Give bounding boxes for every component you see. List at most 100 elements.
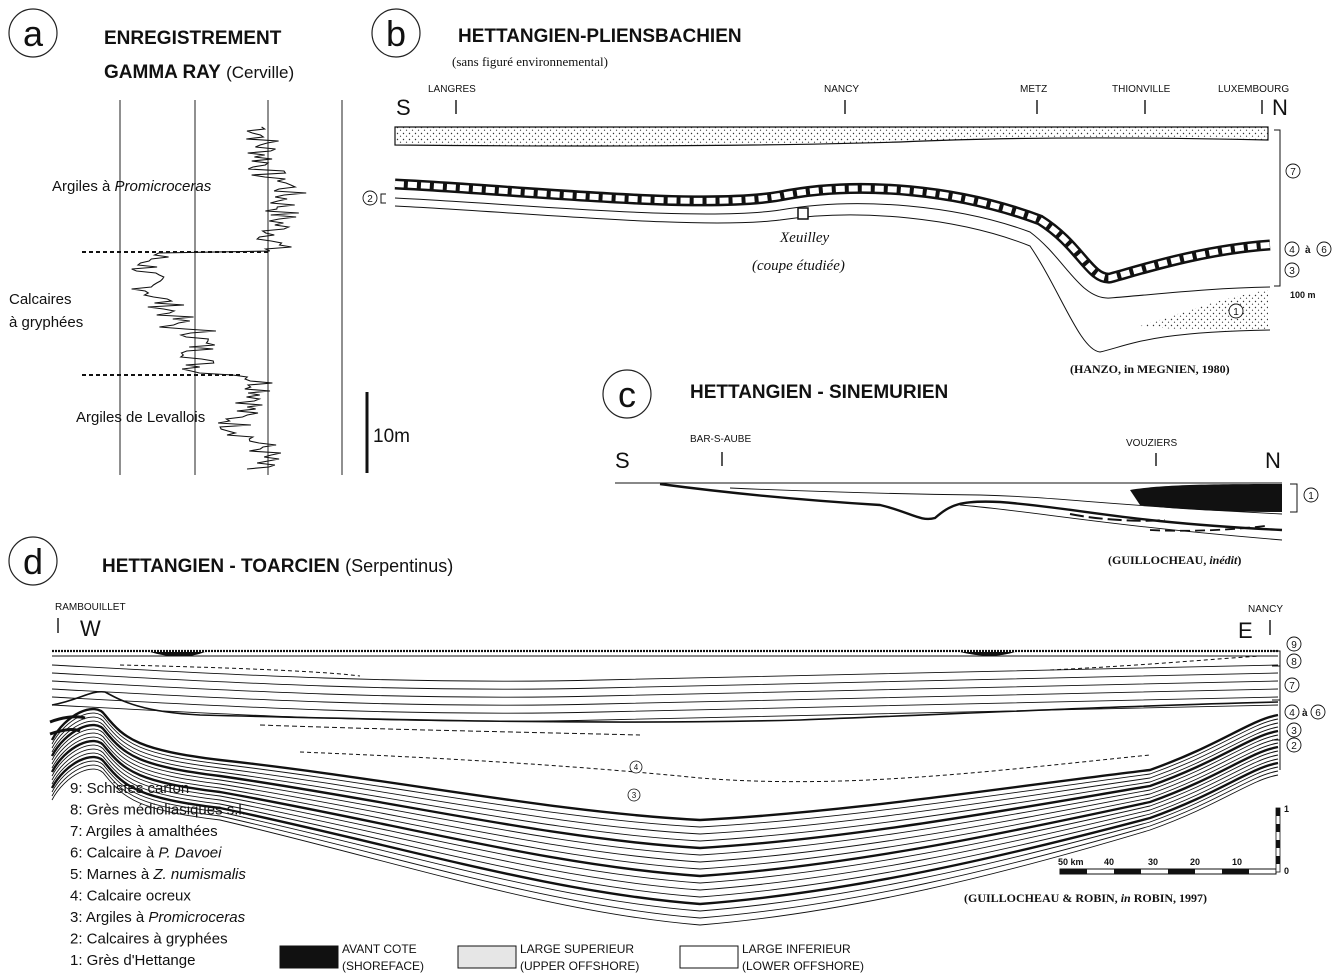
legend-item: 1: Grès d'Hettange xyxy=(70,952,195,969)
panel-b-subtitle: (sans figuré environnemental) xyxy=(452,54,608,69)
panel-c-title: HETTANGIEN - SINEMURIEN xyxy=(690,382,948,403)
stratum-line xyxy=(52,692,1278,722)
unit-2-label: 2 xyxy=(1291,741,1297,752)
unit-2-bracket xyxy=(381,194,386,203)
xeuilley-label: Xeuilley xyxy=(779,230,829,246)
panel-d-west: W xyxy=(80,616,101,641)
upper-sandstone-band xyxy=(395,127,1268,146)
place-nancy-d: NANCY xyxy=(1248,604,1283,615)
unit-3-label: 3 xyxy=(1289,266,1295,277)
dashed-marker-line xyxy=(260,725,640,735)
panel-a-title-line2: GAMMA RAY (Cerville) xyxy=(104,62,294,83)
unit-2-label: 2 xyxy=(367,194,373,205)
place-langres: LANGRES xyxy=(428,84,476,95)
stratum-line xyxy=(52,673,1278,689)
panel-a: a ENREGISTREMENT GAMMA RAY (Cerville) Ar… xyxy=(9,9,410,475)
panel-b-south: S xyxy=(396,95,411,120)
legend-item: 5: Marnes à Z. numismalis xyxy=(70,866,246,883)
place-rambouillet: RAMBOUILLET xyxy=(55,602,126,613)
scale-label-20: 20 xyxy=(1190,857,1200,867)
facies-shoreface-line2: (SHOREFACE) xyxy=(342,959,424,973)
panel-d: d HETTANGIEN - TOARCIEN (Serpentinus) RA… xyxy=(9,537,1325,973)
facies-swatch-lower-offshore xyxy=(680,946,738,968)
panel-b: b HETTANGIEN-PLIENSBACHIEN (sans figuré … xyxy=(363,9,1331,376)
stratum-line xyxy=(52,681,1278,697)
panel-d-east: E xyxy=(1238,618,1253,643)
right-thickness-bracket xyxy=(1274,130,1280,286)
panel-d-title: HETTANGIEN - TOARCIEN (Serpentinus) xyxy=(102,556,453,577)
stratum-line xyxy=(52,761,1278,911)
panel-b-title: HETTANGIEN-PLIENSBACHIEN xyxy=(458,26,742,47)
unit-1-label: 1 xyxy=(1233,307,1239,318)
place-vouziers: VOUZIERS xyxy=(1126,438,1177,449)
unit-a-label: à xyxy=(1302,708,1308,719)
gres-hettange-wedge xyxy=(1140,290,1268,331)
label-argiles-promicroceras: Argiles à Promicroceras xyxy=(52,178,212,195)
legend-item: 6: Calcaire à P. Davoei xyxy=(70,845,222,862)
panel-c: c HETTANGIEN - SINEMURIEN S N BAR-S-AUBE… xyxy=(603,370,1318,567)
scale-label-40: 40 xyxy=(1104,857,1114,867)
unit-1-label: 1 xyxy=(1308,491,1314,502)
facies-swatch-shoreface xyxy=(280,946,338,968)
scale-label-30: 30 xyxy=(1148,857,1158,867)
panel-a-letter: a xyxy=(23,13,44,54)
unit-7-label: 7 xyxy=(1289,681,1295,692)
label-calcaires: Calcaires xyxy=(9,291,72,308)
place-nancy: NANCY xyxy=(824,84,859,95)
marker-4-label: 4 xyxy=(634,763,639,772)
stratum-line xyxy=(52,729,1278,855)
panel-a-title-line1: ENREGISTREMENT xyxy=(104,28,282,49)
facies-upper-offshore-line1: LARGE SUPERIEUR xyxy=(520,942,634,956)
legend-item: 8: Grès médioliasiques s.l. xyxy=(70,802,246,819)
place-metz: METZ xyxy=(1020,84,1047,95)
facies-upper-offshore-line2: (UPPER OFFSHORE) xyxy=(520,959,639,973)
place-thionville: THIONVILLE xyxy=(1112,84,1171,95)
facies-legend: AVANT COTE (SHOREFACE) LARGE SUPERIEUR (… xyxy=(280,942,864,973)
place-luxembourg: LUXEMBOURG xyxy=(1218,84,1289,95)
scale-100m: 100 m xyxy=(1290,290,1316,300)
dashed-marker-line xyxy=(300,752,1150,782)
source-guillocheau-robin: (GUILLOCHEAU & ROBIN, in ROBIN, 1997) xyxy=(964,891,1207,905)
unit-legend: 9: Schistes carton8: Grès médioliasiques… xyxy=(70,780,246,969)
legend-item: 2: Calcaires à gryphées xyxy=(70,931,228,948)
label-argiles-levallois: Argiles de Levallois xyxy=(76,409,205,426)
unit-8-label: 8 xyxy=(1291,657,1297,668)
stratum-line xyxy=(52,733,1278,862)
unit-4-label: 4 xyxy=(1289,708,1295,719)
unit-6-label: 6 xyxy=(1321,245,1327,256)
unit-7-label: 7 xyxy=(1290,167,1296,178)
legend-item: 4: Calcaire ocreux xyxy=(70,888,191,905)
label-a-gryphees: à gryphées xyxy=(9,314,83,331)
shoreface-lens xyxy=(960,652,1015,656)
legend-item: 7: Argiles à amalthées xyxy=(70,823,218,840)
xeuilley-section-marker xyxy=(798,208,808,219)
vscale-top-label: 1 xyxy=(1284,804,1289,814)
horizontal-scale-bar: 50 km 40 30 20 10 xyxy=(1058,857,1276,874)
unit-9-label: 9 xyxy=(1291,640,1297,651)
stratum-line xyxy=(395,206,1270,352)
facies-shoreface-line1: AVANT COTE xyxy=(342,942,417,956)
facies-swatch-upper-offshore xyxy=(458,946,516,968)
unit-a-label: à xyxy=(1305,245,1311,256)
section-d-strata xyxy=(50,656,1278,925)
vscale-bottom-label: 0 xyxy=(1284,866,1289,876)
unit-3-label: 3 xyxy=(1291,726,1297,737)
panel-b-north: N xyxy=(1272,95,1288,120)
dashed-marker-line xyxy=(1150,526,1265,531)
unit-4-label: 4 xyxy=(1289,245,1295,256)
facies-lower-offshore-line2: (LOWER OFFSHORE) xyxy=(742,959,864,973)
shoreface-body xyxy=(1130,484,1282,512)
vertical-scale-bar: 1 0 xyxy=(1276,804,1289,876)
panel-c-letter: c xyxy=(618,374,636,415)
stratum-line xyxy=(52,697,1278,713)
facies-lower-offshore-line1: LARGE INFERIEUR xyxy=(742,942,851,956)
legend-item: 3: Argiles à Promicroceras xyxy=(70,909,246,926)
stratum-line xyxy=(52,689,1278,705)
place-bar-s-aube: BAR-S-AUBE xyxy=(690,434,751,445)
source-guillocheau: (GUILLOCHEAU, inédit) xyxy=(1108,553,1241,567)
unit-6-label: 6 xyxy=(1315,708,1321,719)
coupe-label: (coupe étudiée) xyxy=(752,258,845,274)
panel-c-south: S xyxy=(615,448,630,473)
panel-c-north: N xyxy=(1265,448,1281,473)
